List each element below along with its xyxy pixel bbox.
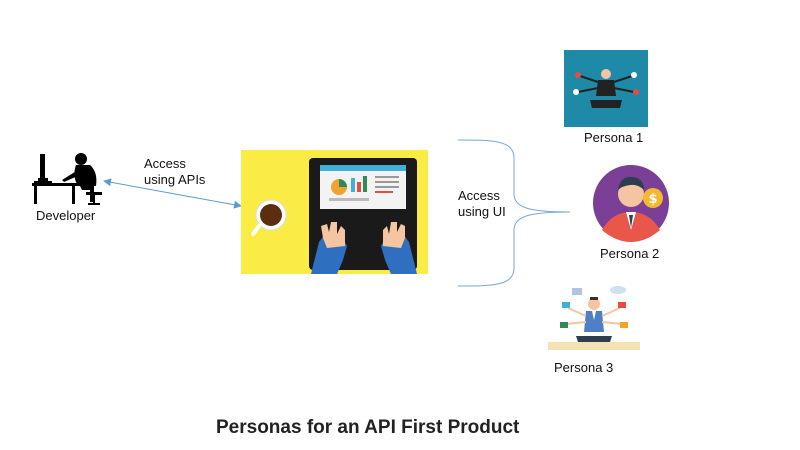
api-access-label: Access using APIs — [144, 156, 206, 187]
typing-hands-icon — [311, 222, 417, 274]
ui-access-label: Access using UI — [458, 188, 506, 219]
diagram-title: Personas for an API First Product — [216, 417, 520, 438]
coffee-cup-icon — [251, 199, 287, 236]
persona-2-image: $ — [592, 160, 670, 246]
businessman-avatar-icon — [602, 176, 660, 242]
developer-at-desk-icon — [32, 153, 102, 205]
persona-3-image — [548, 284, 640, 350]
persona-1-label: Persona 1 — [584, 130, 644, 145]
dollar-coin-icon: $ — [643, 188, 663, 208]
multitasking-worker-icon — [560, 286, 628, 342]
developer-label: Developer — [36, 208, 96, 223]
svg-text:$: $ — [648, 192, 657, 207]
developer-node — [28, 150, 108, 206]
ui-access-brace — [457, 139, 571, 287]
laptop-ui-image — [241, 150, 428, 274]
api-access-arrow — [103, 178, 242, 209]
persona-1-image — [564, 50, 648, 127]
persona-2-label: Persona 2 — [600, 246, 660, 261]
persona-3-label: Persona 3 — [554, 360, 614, 375]
multitasking-person-icon — [573, 69, 639, 108]
